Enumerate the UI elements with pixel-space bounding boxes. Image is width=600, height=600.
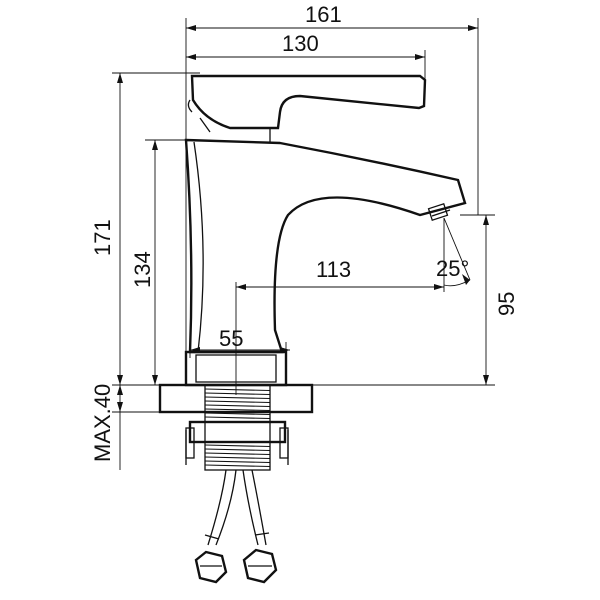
label-130: 130 bbox=[282, 31, 319, 56]
dim-55: 55 bbox=[189, 326, 290, 385]
thread-line bbox=[204, 452, 271, 456]
label-171: 171 bbox=[90, 219, 115, 256]
thread-line bbox=[204, 400, 271, 404]
thread-line bbox=[204, 464, 271, 468]
label-25-degree: 25° bbox=[436, 256, 469, 281]
thread-line bbox=[204, 448, 271, 452]
label-55: 55 bbox=[219, 326, 243, 351]
label-113: 113 bbox=[316, 257, 351, 282]
hose-nut-right bbox=[242, 548, 278, 584]
faucet-body bbox=[184, 138, 467, 354]
label-134: 134 bbox=[130, 251, 155, 288]
threaded-shank bbox=[185, 384, 289, 471]
thread-line bbox=[204, 388, 271, 392]
dim-161: 161 bbox=[185, 2, 479, 385]
dim-171: 171 bbox=[90, 72, 200, 386]
thread-line bbox=[204, 444, 271, 448]
thread-line bbox=[204, 456, 271, 460]
thread-line bbox=[204, 460, 271, 464]
faucet-handle bbox=[187, 74, 427, 143]
dim-130: 130 bbox=[186, 31, 426, 80]
thread-line bbox=[204, 396, 271, 400]
faucet-base bbox=[120, 350, 495, 414]
thread-line bbox=[204, 404, 271, 408]
dim-95: 95 bbox=[460, 214, 519, 386]
label-161: 161 bbox=[305, 2, 342, 27]
flexible-hoses bbox=[204, 469, 270, 546]
thread-line bbox=[204, 392, 271, 396]
hose-nut-left bbox=[194, 550, 228, 584]
dim-max40: MAX.40 bbox=[90, 384, 160, 470]
thread-line bbox=[204, 416, 271, 420]
dim-113: 113 bbox=[235, 218, 445, 395]
thread-line bbox=[204, 408, 271, 412]
label-95: 95 bbox=[494, 292, 519, 316]
label-max40: MAX.40 bbox=[90, 384, 115, 462]
dim-angle-25: 25° bbox=[436, 217, 471, 287]
thread-line bbox=[204, 412, 271, 416]
